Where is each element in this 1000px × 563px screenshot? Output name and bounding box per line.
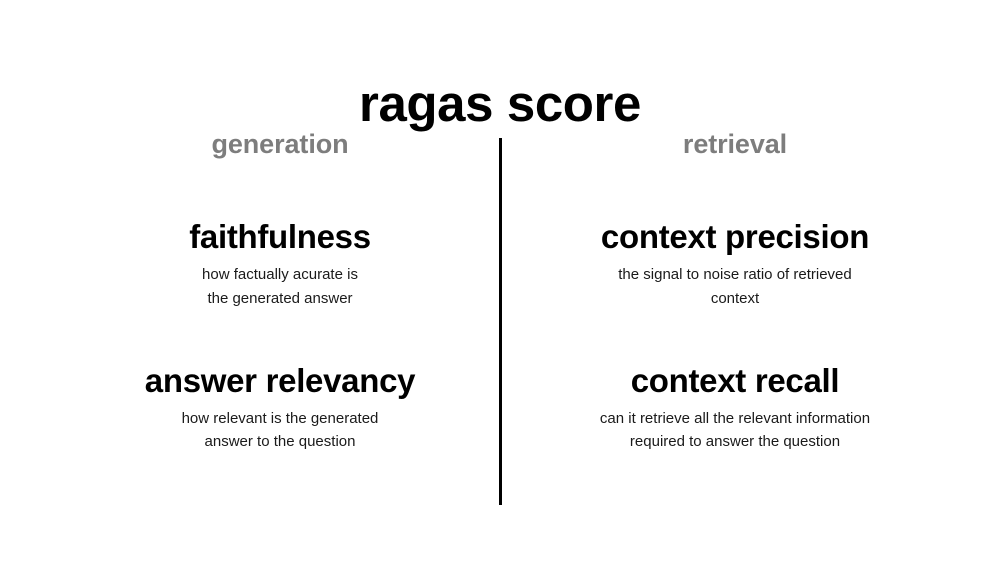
metric-description-answer-relevancy: how relevant is the generated answer to … <box>50 407 510 454</box>
metric-name-answer-relevancy: answer relevancy <box>144 361 416 399</box>
metric-description-line: answer to the question <box>204 433 356 451</box>
column-heading-retrieval: retrieval <box>682 129 788 159</box>
column-heading-generation: generation <box>211 129 349 159</box>
metric-name-context-recall: context recall <box>630 361 840 399</box>
metric-description-line: context <box>710 289 760 307</box>
column-retrieval: retrieval context precision the signal t… <box>505 128 965 453</box>
column-divider <box>499 138 502 505</box>
metric-description-line: how relevant is the generated <box>181 409 379 427</box>
page-title: ragas score <box>359 75 641 133</box>
metric-name-context-precision: context precision <box>600 218 870 256</box>
metric-faithfulness: faithfulness how factually acurate is th… <box>50 218 510 309</box>
metric-description-line: the generated answer <box>207 289 353 307</box>
metric-description-context-precision: the signal to noise ratio of retrieved c… <box>505 263 965 310</box>
metric-description-context-recall: can it retrieve all the relevant informa… <box>505 407 965 454</box>
metric-description-faithfulness: how factually acurate is the generated a… <box>50 263 510 310</box>
metric-description-line: how factually acurate is <box>202 266 358 284</box>
metric-context-precision: context precision the signal to noise ra… <box>505 218 965 309</box>
metric-description-line: can it retrieve all the relevant informa… <box>599 409 871 427</box>
metric-name-faithfulness: faithfulness <box>189 218 371 256</box>
metric-description-line: the signal to noise ratio of retrieved <box>618 266 852 284</box>
metric-context-recall: context recall can it retrieve all the r… <box>505 362 965 453</box>
metric-answer-relevancy: answer relevancy how relevant is the gen… <box>50 362 510 453</box>
metric-description-line: required to answer the question <box>629 433 841 451</box>
column-generation: generation faithfulness how factually ac… <box>50 128 510 453</box>
